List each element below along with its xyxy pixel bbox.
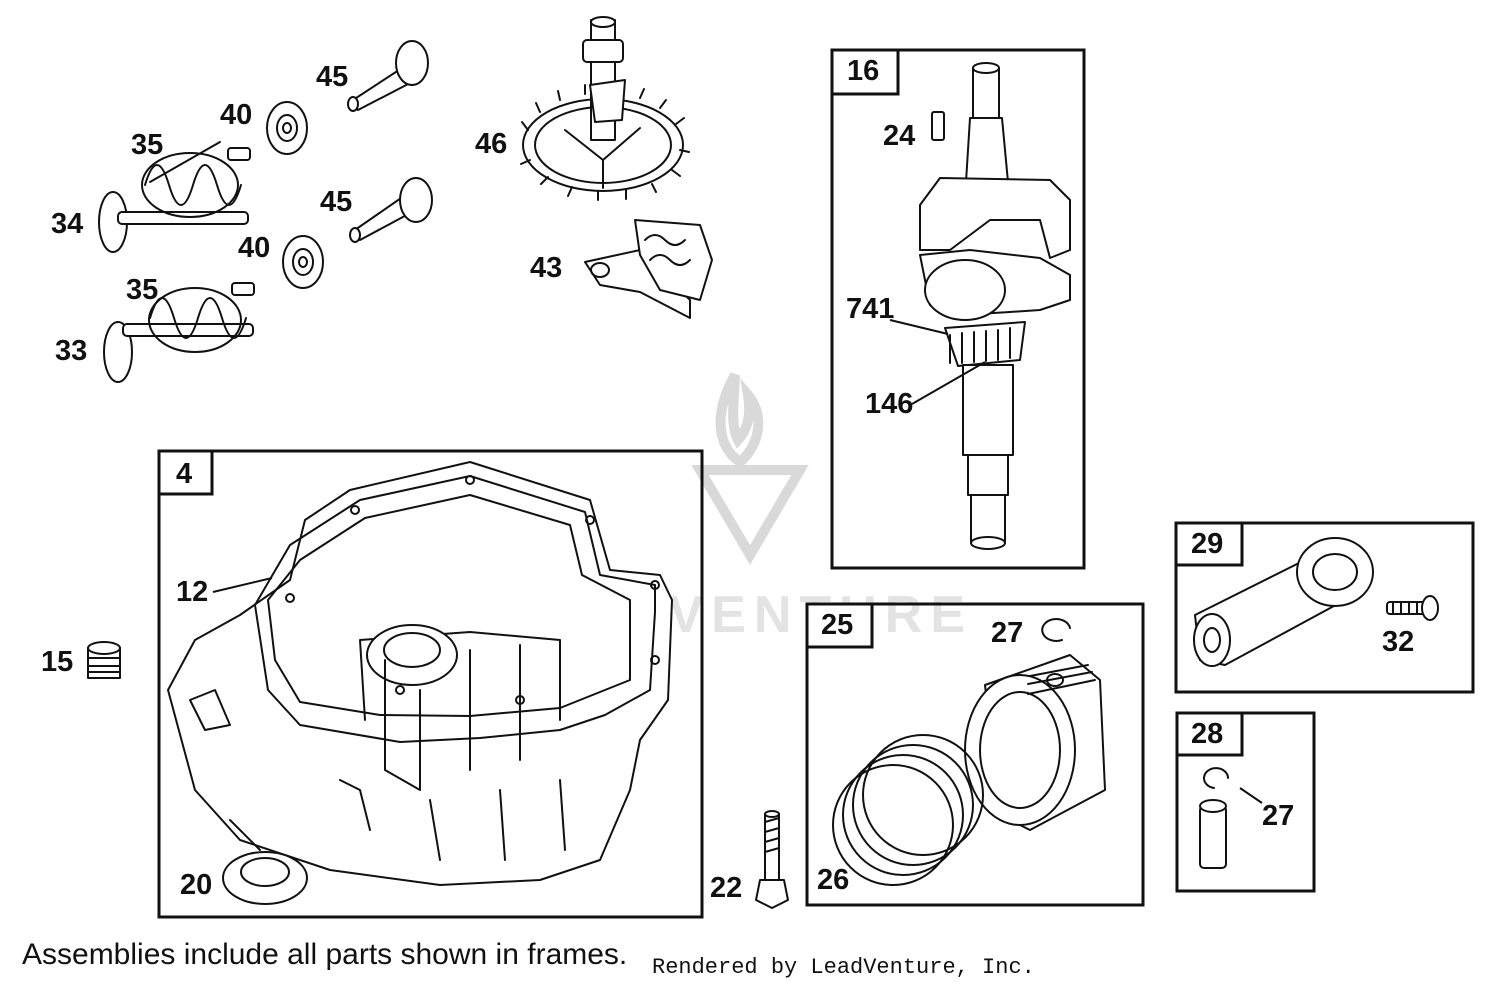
label-28: 28: [1191, 718, 1223, 750]
clip-27-lower-icon: [1203, 767, 1229, 789]
label-26: 26: [817, 864, 849, 896]
camshaft-gear-46-icon: [520, 16, 690, 201]
clip-27-upper-icon: [1041, 618, 1071, 642]
label-12: 12: [176, 576, 208, 608]
label-45-upper: 45: [316, 61, 348, 93]
frame-4-tab: [157, 449, 214, 496]
frame-25-tab: [805, 602, 874, 649]
label-46: 46: [475, 128, 507, 160]
leader-27-lower: [1239, 787, 1263, 804]
crankshaft-16-icon: [919, 62, 1071, 550]
tappet-45-upper-icon: [347, 40, 429, 112]
leader-146: [911, 361, 986, 405]
connecting-rod-29-icon: [1193, 537, 1374, 667]
label-146: 146: [865, 388, 913, 420]
frame-28: [1175, 711, 1316, 893]
label-4: 4: [176, 458, 192, 490]
frame-29-tab: [1174, 521, 1244, 567]
retainer-40-lower-icon: [282, 235, 324, 289]
piston-pin-28-icon: [1199, 799, 1227, 869]
valve-34-icon: [98, 191, 249, 253]
assemblies-note: Assemblies include all parts shown in fr…: [22, 938, 628, 971]
label-35-lower: 35: [126, 274, 158, 306]
bolt-22-icon: [755, 810, 789, 909]
label-35-upper: 35: [131, 129, 163, 161]
label-40-lower: 40: [238, 232, 270, 264]
piston-rings-26-icon: [832, 734, 984, 886]
frame-28-tab: [1175, 711, 1244, 757]
sump-4-icon: [167, 461, 673, 886]
label-22: 22: [710, 872, 742, 904]
tappet-45-lower-icon: [349, 177, 433, 243]
label-15: 15: [41, 646, 73, 678]
label-29: 29: [1191, 528, 1223, 560]
key-24-icon: [931, 111, 945, 141]
frame-16: [830, 48, 1086, 570]
governor-43-icon: [584, 219, 713, 319]
frame-4: [157, 449, 704, 919]
leader-12: [212, 577, 273, 593]
valve-spring-35-upper-icon: [141, 141, 251, 218]
frame-16-tab: [830, 48, 900, 96]
valve-spring-35-lower-icon: [148, 282, 255, 353]
label-32: 32: [1382, 626, 1414, 658]
render-credit: Rendered by LeadVenture, Inc.: [652, 955, 1035, 980]
label-20: 20: [180, 869, 212, 901]
label-16: 16: [847, 55, 879, 87]
piston-25-icon: [964, 654, 1106, 831]
label-27-lower: 27: [1262, 800, 1294, 832]
label-741: 741: [846, 293, 894, 325]
plug-15-icon: [87, 641, 121, 679]
valve-33-icon: [103, 321, 254, 383]
label-25: 25: [821, 609, 853, 641]
label-43: 43: [530, 252, 562, 284]
frame-29: [1174, 521, 1475, 694]
frame-25: [805, 602, 1145, 907]
rod-bolt-32-icon: [1386, 595, 1439, 621]
label-40-upper: 40: [220, 99, 252, 131]
label-34: 34: [51, 208, 83, 240]
label-33: 33: [55, 335, 87, 367]
label-24: 24: [883, 120, 915, 152]
label-27-upper: 27: [991, 617, 1023, 649]
label-45-lower: 45: [320, 186, 352, 218]
oil-seal-20-icon: [222, 851, 308, 905]
leader-741: [889, 319, 949, 335]
retainer-40-upper-icon: [266, 101, 308, 155]
